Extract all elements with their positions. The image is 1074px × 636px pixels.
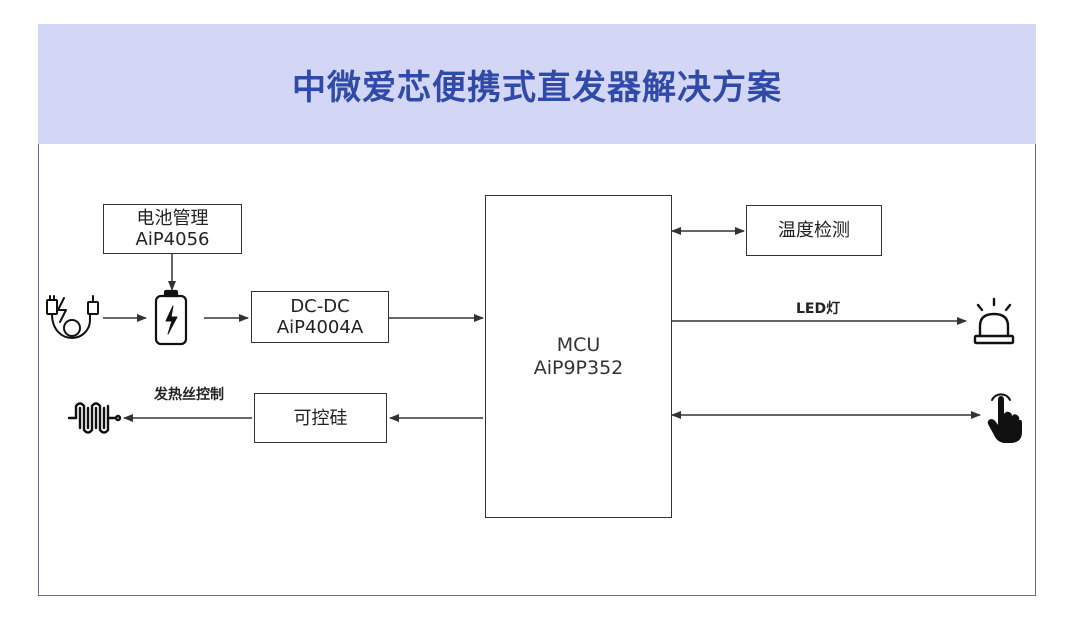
scr-label: 可控硅 <box>293 407 348 429</box>
dcdc-label: DC-DC <box>290 296 350 317</box>
led-label: LED灯 <box>796 301 841 317</box>
battery-management-label: 电池管理 <box>136 208 209 229</box>
temperature-sense-block: 温度检测 <box>746 205 882 256</box>
header-banner: 中微爱芯便携式直发器解决方案 <box>38 24 1036 144</box>
battery-management-part: AiP4056 <box>135 229 210 250</box>
scr-block: 可控硅 <box>254 393 387 443</box>
mcu-block: MCU AiP9P352 <box>485 195 672 518</box>
heater-coil-icon <box>67 402 122 434</box>
battery-management-block: 电池管理 AiP4056 <box>103 204 242 254</box>
alarm-light-icon <box>973 297 1015 345</box>
touch-hand-icon <box>987 393 1022 443</box>
heater-control-label: 发热丝控制 <box>154 387 224 403</box>
battery-icon <box>154 289 188 346</box>
mcu-part: AiP9P352 <box>533 356 624 379</box>
dcdc-part: AiP4004A <box>276 317 364 338</box>
dcdc-block: DC-DC AiP4004A <box>251 291 389 343</box>
temperature-sense-label: 温度检测 <box>778 220 850 241</box>
charger-usb-icon <box>46 295 99 339</box>
mcu-label: MCU <box>556 333 601 356</box>
page-title: 中微爱芯便携式直发器解决方案 <box>292 67 782 108</box>
